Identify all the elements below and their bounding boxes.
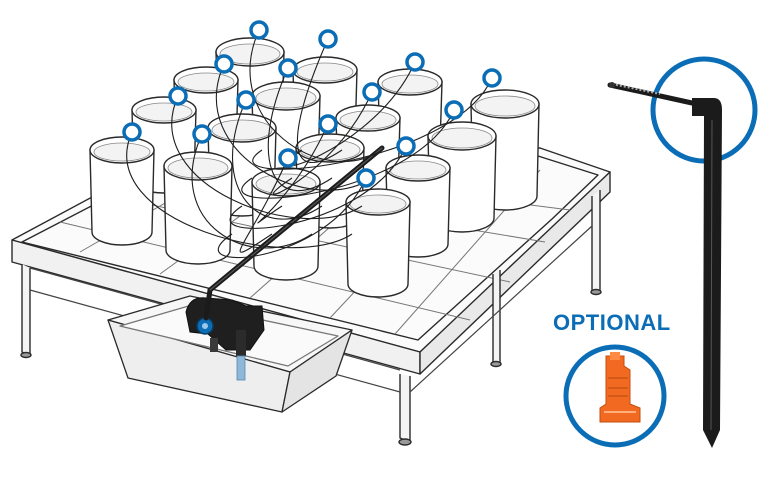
emitter-ring-marker	[320, 31, 336, 47]
emitter-nozzle-icon	[566, 347, 664, 445]
emitter-ring-marker	[124, 124, 140, 140]
table-leg-middle	[493, 270, 500, 364]
emitter-ring-marker	[407, 54, 423, 70]
emitter-ring-marker	[170, 88, 186, 104]
emitter-ring-marker	[484, 70, 500, 86]
table-leg-front-left	[22, 264, 30, 356]
table-leg-front-center	[400, 374, 410, 442]
drip-stake-icon	[609, 59, 755, 448]
emitter-ring-marker	[320, 116, 336, 132]
emitter-ring-marker	[216, 56, 232, 72]
plant-pot	[164, 152, 232, 264]
table-leg-back-right	[592, 190, 600, 292]
emitter-ring-marker	[238, 92, 254, 108]
emitter-ring-marker	[398, 138, 414, 154]
optional-label: OPTIONAL	[553, 310, 693, 336]
emitter-ring-marker	[251, 22, 267, 38]
emitter-ring-marker	[364, 84, 380, 100]
plant-pot	[252, 168, 320, 280]
emitter-ring-marker	[446, 102, 462, 118]
emitter-ring-marker	[280, 150, 296, 166]
plant-pot	[90, 137, 154, 245]
plant-pot	[346, 189, 410, 297]
emitter-ring-marker	[194, 126, 210, 142]
emitter-ring-marker	[358, 170, 374, 186]
emitter-ring-marker	[280, 60, 296, 76]
